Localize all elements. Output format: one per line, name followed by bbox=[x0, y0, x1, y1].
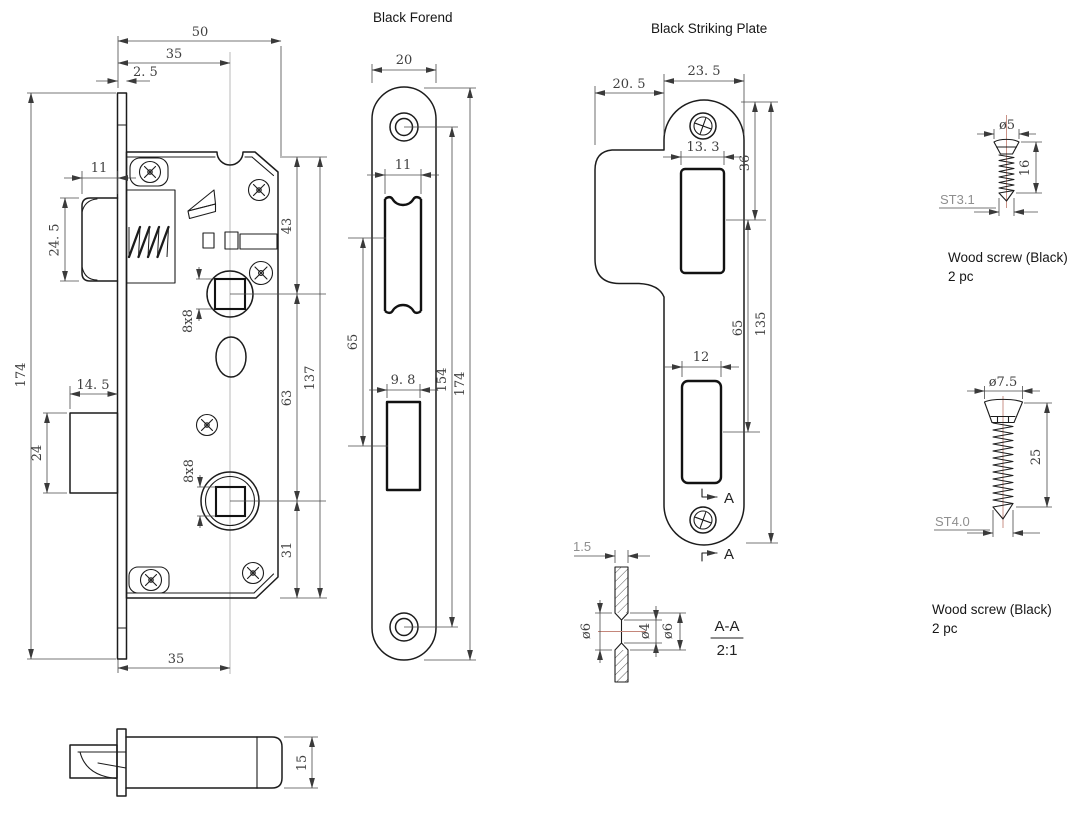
dim-top-to-follower: 43 bbox=[280, 218, 295, 235]
dim-case-width: 50 bbox=[192, 25, 209, 40]
latch-bolt-head bbox=[69, 744, 127, 780]
section-view: 1.5 ø6 ø4 ø6 A-A 2:1 bbox=[573, 539, 744, 683]
large-screw-view: ø7.5 25 ST4.0 Wood screw (Black) 2 pc bbox=[932, 375, 1052, 636]
large-screw-drawing bbox=[983, 398, 1024, 520]
small-screw-view: ø5 16 ST3.1 Wood screw (Black) 2 pc bbox=[939, 115, 1068, 284]
dim-striking-latch-cutout: 13. 3 bbox=[686, 140, 719, 155]
dim-striking-width: 23. 5 bbox=[687, 64, 720, 79]
dim-striking-deadbolt-cutout: 12 bbox=[693, 350, 710, 365]
striking-deadbolt-cutout bbox=[680, 379, 723, 485]
section-marker-label: A bbox=[724, 546, 734, 563]
dim-follower-to-hub: 63 bbox=[280, 390, 295, 407]
phillips-screw-icon bbox=[248, 260, 274, 286]
deadbolt-hub bbox=[200, 471, 326, 531]
latch-bolt-side-view: 15 bbox=[69, 728, 318, 797]
latch-bolt-body bbox=[125, 736, 283, 789]
small-screw-caption: Wood screw (Black) bbox=[948, 250, 1068, 265]
dim-deadbolt-height: 24 bbox=[30, 445, 45, 462]
dim-forend-hole-centers: 154 bbox=[435, 368, 450, 393]
follower-hub bbox=[206, 270, 326, 318]
dim-small-screw-length: 16 bbox=[1018, 160, 1033, 177]
phillips-screw-icon bbox=[247, 178, 271, 202]
large-screw-qty: 2 pc bbox=[932, 621, 958, 636]
striking-plate-view: Black Striking Plate 23. 5 20. 5 bbox=[594, 21, 778, 563]
small-screw-dimensions: ø5 16 ST3.1 bbox=[939, 118, 1042, 216]
phillips-screw-icon bbox=[139, 568, 163, 592]
dim-striking-lip: 20. 5 bbox=[612, 77, 645, 92]
dim-forend-width: 20 bbox=[396, 53, 413, 68]
dim-faceplate-thickness: 2. 5 bbox=[133, 65, 158, 80]
dim-forend-length: 174 bbox=[453, 372, 468, 397]
dim-latch-height: 24. 5 bbox=[48, 223, 63, 256]
dim-striking-latch-to-deadbolt: 65 bbox=[731, 320, 746, 337]
dim-forend-centers: 65 bbox=[346, 334, 361, 351]
forend-deadbolt-cutout bbox=[385, 400, 422, 492]
dim-backset: 35 bbox=[166, 47, 183, 62]
dim-section-thickness: 1.5 bbox=[573, 539, 591, 554]
dim-forend-deadbolt-cutout: 9. 8 bbox=[391, 373, 416, 388]
dim-latch-bolt-height: 15 bbox=[295, 755, 310, 772]
lock-body-dimensions: 50 35 2. 5 174 11 24. 5 bbox=[14, 25, 327, 673]
dim-case-height: 137 bbox=[303, 366, 318, 391]
striking-latch-cutout bbox=[679, 167, 726, 275]
phillips-screw-icon bbox=[138, 160, 162, 184]
small-screw-qty: 2 pc bbox=[948, 269, 974, 284]
dim-backset-bottom: 35 bbox=[168, 652, 185, 667]
deadbolt bbox=[69, 412, 119, 494]
section-marker-label: A bbox=[724, 490, 734, 507]
dim-large-screw-length: 25 bbox=[1029, 449, 1044, 466]
dim-forend-latch-cutout: 11 bbox=[395, 158, 412, 173]
dim-latch-width: 11 bbox=[91, 161, 108, 176]
lock-body-view: 50 35 2. 5 174 11 24. 5 bbox=[14, 25, 327, 674]
latch-bolt-dimension: 15 bbox=[284, 736, 318, 789]
dim-large-screw-thread: ST4.0 bbox=[935, 514, 970, 529]
section-dimensions: 1.5 ø6 ø4 ø6 bbox=[573, 539, 686, 663]
case-screws bbox=[128, 157, 274, 594]
dim-section-outer-left: ø6 bbox=[579, 623, 594, 639]
striking-plate-title: Black Striking Plate bbox=[651, 21, 767, 36]
striking-screw-hole-top bbox=[689, 112, 717, 140]
forend-latch-cutout bbox=[383, 195, 423, 315]
forend-title: Black Forend bbox=[373, 10, 453, 25]
dim-hub-to-bottom: 31 bbox=[280, 542, 295, 559]
section-label-name: A-A bbox=[714, 618, 739, 635]
forend-plate bbox=[371, 86, 437, 661]
section-label: A-A 2:1 bbox=[710, 618, 744, 659]
forend-view: Black Forend 20 11 bbox=[346, 10, 476, 661]
latch-bolt bbox=[81, 197, 119, 282]
striking-screw-hole-bottom bbox=[689, 506, 717, 534]
section-marker-bottom: A bbox=[701, 546, 734, 563]
dim-small-screw-thread: ST3.1 bbox=[940, 192, 975, 207]
section-marker-top: A bbox=[701, 488, 734, 507]
striking-plate-outline bbox=[594, 99, 745, 546]
lock-case-outline bbox=[125, 151, 279, 599]
small-screw-drawing bbox=[993, 138, 1020, 202]
dim-section-inner: ø4 bbox=[638, 623, 653, 639]
dim-faceplate-length: 174 bbox=[14, 363, 29, 388]
section-plate bbox=[598, 566, 646, 683]
dim-striking-length: 135 bbox=[754, 312, 769, 337]
dim-deadbolt-width: 14. 5 bbox=[76, 378, 109, 393]
dim-striking-top-to-latch: 36 bbox=[738, 155, 753, 172]
forend-dimensions: 20 11 65 9. 8 154 bbox=[346, 53, 476, 661]
dim-section-outer-right: ø6 bbox=[661, 623, 676, 639]
dim-large-screw-dia: ø7.5 bbox=[989, 375, 1018, 390]
dim-hub-square: 8x8 bbox=[182, 459, 197, 483]
phillips-screw-icon bbox=[195, 413, 219, 437]
latch-spring-block bbox=[125, 189, 176, 284]
section-label-scale: 2:1 bbox=[717, 642, 738, 659]
dim-small-screw-dia: ø5 bbox=[999, 118, 1015, 133]
dim-follower-square: 8x8 bbox=[181, 309, 196, 333]
large-screw-caption: Wood screw (Black) bbox=[932, 602, 1052, 617]
large-screw-dimensions: ø7.5 25 ST4.0 bbox=[934, 375, 1052, 537]
phillips-screw-icon bbox=[241, 561, 265, 585]
striking-plate-dimensions: 23. 5 20. 5 13. 3 36 65 135 bbox=[594, 64, 778, 563]
lock-internal-parts bbox=[187, 189, 278, 378]
